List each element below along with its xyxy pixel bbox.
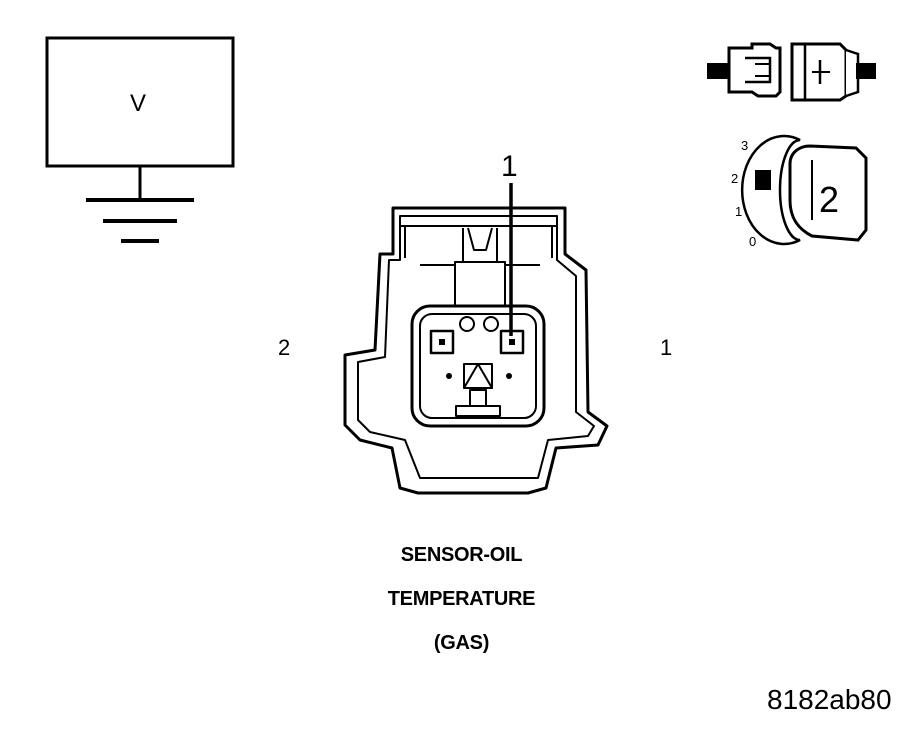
cavity-label-left: 2 (278, 335, 291, 360)
ground-icon (86, 198, 194, 243)
voltmeter-label: V (130, 90, 147, 117)
caption-line-3: (GAS) (433, 632, 490, 654)
figure-id: 8182ab80 (767, 684, 892, 715)
terminal-2 (429, 329, 455, 355)
voltmeter-symbol (45, 36, 235, 243)
ignition-selected-position: 2 (819, 179, 840, 220)
ignition-position-2: 2 (731, 171, 739, 186)
cavity-label-right: 1 (660, 335, 673, 360)
callout-pin-number: 1 (501, 150, 518, 183)
ignition-position-3: 3 (741, 138, 749, 153)
ignition-key-icon (740, 134, 868, 246)
connector-face (343, 183, 609, 495)
caption-line-1: SENSOR-OIL (400, 544, 523, 566)
ignition-position-0: 0 (749, 234, 757, 249)
ignition-position-1: 1 (735, 204, 743, 219)
caption-line-2: TEMPERATURE (387, 588, 536, 610)
disconnected-connector-icon (707, 42, 876, 102)
